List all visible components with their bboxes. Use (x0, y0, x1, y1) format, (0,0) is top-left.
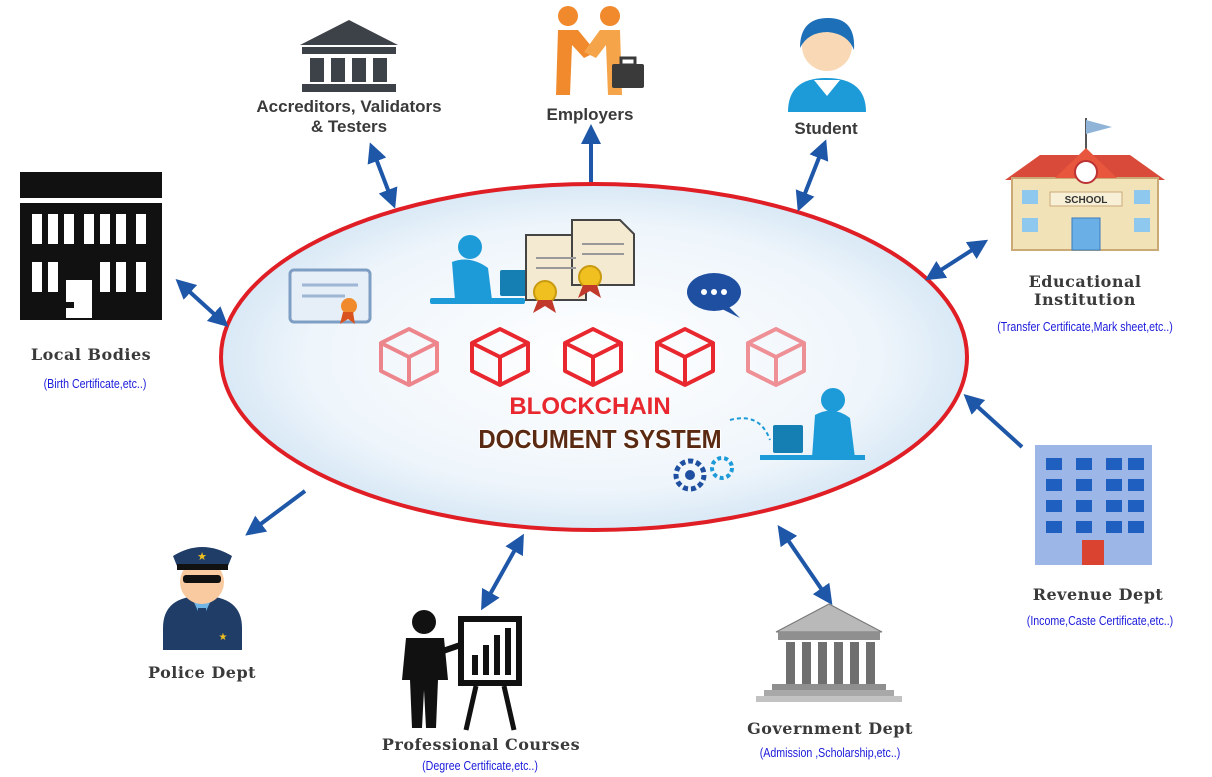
arrow-government (777, 525, 833, 605)
building-window (1106, 521, 1122, 533)
presenter-icon (402, 610, 522, 731)
revenue-note: (Income,Caste Certificate,etc..) (1026, 614, 1174, 628)
center-title-blockchain: BLOCKCHAIN (509, 393, 671, 420)
government-building-icon (756, 603, 902, 702)
bank-icon (300, 20, 398, 92)
block-cube (746, 327, 806, 387)
local-bodies-note: (Birth Certificate,etc..) (43, 377, 147, 391)
government-note: (Admission ,Scholarship,etc..) (759, 746, 901, 760)
building-window (1128, 500, 1144, 512)
svg-text:SCHOOL: SCHOOL (1065, 195, 1108, 206)
handshake-icon (556, 6, 644, 95)
arrow-student (795, 139, 829, 212)
block-cube (470, 327, 530, 387)
block-cube (379, 327, 439, 387)
building-window (1076, 521, 1092, 533)
building-window (1076, 458, 1092, 470)
building-window (1106, 500, 1122, 512)
arrow-accreditors (367, 142, 398, 209)
school-icon: SCHOOL (1005, 118, 1165, 251)
police-officer-icon: ★ ★ (163, 547, 242, 650)
block-cube (655, 327, 715, 387)
educational-label: Educational Institution (1028, 272, 1142, 310)
arrow-police (245, 489, 307, 536)
blockchain-blocks (379, 327, 806, 387)
building-window (1128, 479, 1144, 491)
building-icon (20, 172, 162, 320)
accreditors-label: Accreditors, Validators & Testers (256, 97, 442, 136)
building-window (1128, 521, 1144, 533)
revenue-label: Revenue Dept (1032, 585, 1164, 604)
building-window (1106, 458, 1122, 470)
certificate-icon (288, 268, 372, 324)
building-window (1046, 521, 1062, 533)
documents-icon (525, 219, 635, 313)
professional-label: Professional Courses (381, 735, 581, 754)
arrow-local-bodies (175, 278, 229, 328)
person-at-desk-icon (430, 235, 530, 304)
person-laptop-gears-icon (673, 388, 865, 492)
police-label: Police Dept (147, 663, 257, 682)
building-window (1128, 458, 1144, 470)
student-label: Student (794, 119, 858, 138)
employers-label: Employers (546, 105, 634, 124)
educational-note: (Transfer Certificate,Mark sheet,etc..) (997, 320, 1173, 334)
arrow-professional (481, 533, 524, 611)
center-title-document-system: DOCUMENT SYSTEM (478, 424, 722, 454)
student-icon (788, 18, 866, 112)
local-bodies-label: Local Bodies (30, 345, 152, 364)
arrow-revenue (963, 393, 1024, 449)
block-cube (563, 327, 623, 387)
connection-arrows (175, 124, 1024, 611)
svg-text:★: ★ (197, 551, 207, 563)
chat-bubble-icon (687, 273, 741, 318)
svg-text:★: ★ (219, 632, 228, 643)
building-window (1106, 479, 1122, 491)
office-building-icon (1035, 445, 1152, 565)
professional-note: (Degree Certificate,etc..) (422, 759, 538, 773)
arrow-educational (924, 239, 989, 281)
building-window (1046, 500, 1062, 512)
building-window (1076, 500, 1092, 512)
government-label: Government Dept (747, 719, 913, 738)
building-window (1046, 458, 1062, 470)
building-window (1076, 479, 1092, 491)
building-window (1046, 479, 1062, 491)
